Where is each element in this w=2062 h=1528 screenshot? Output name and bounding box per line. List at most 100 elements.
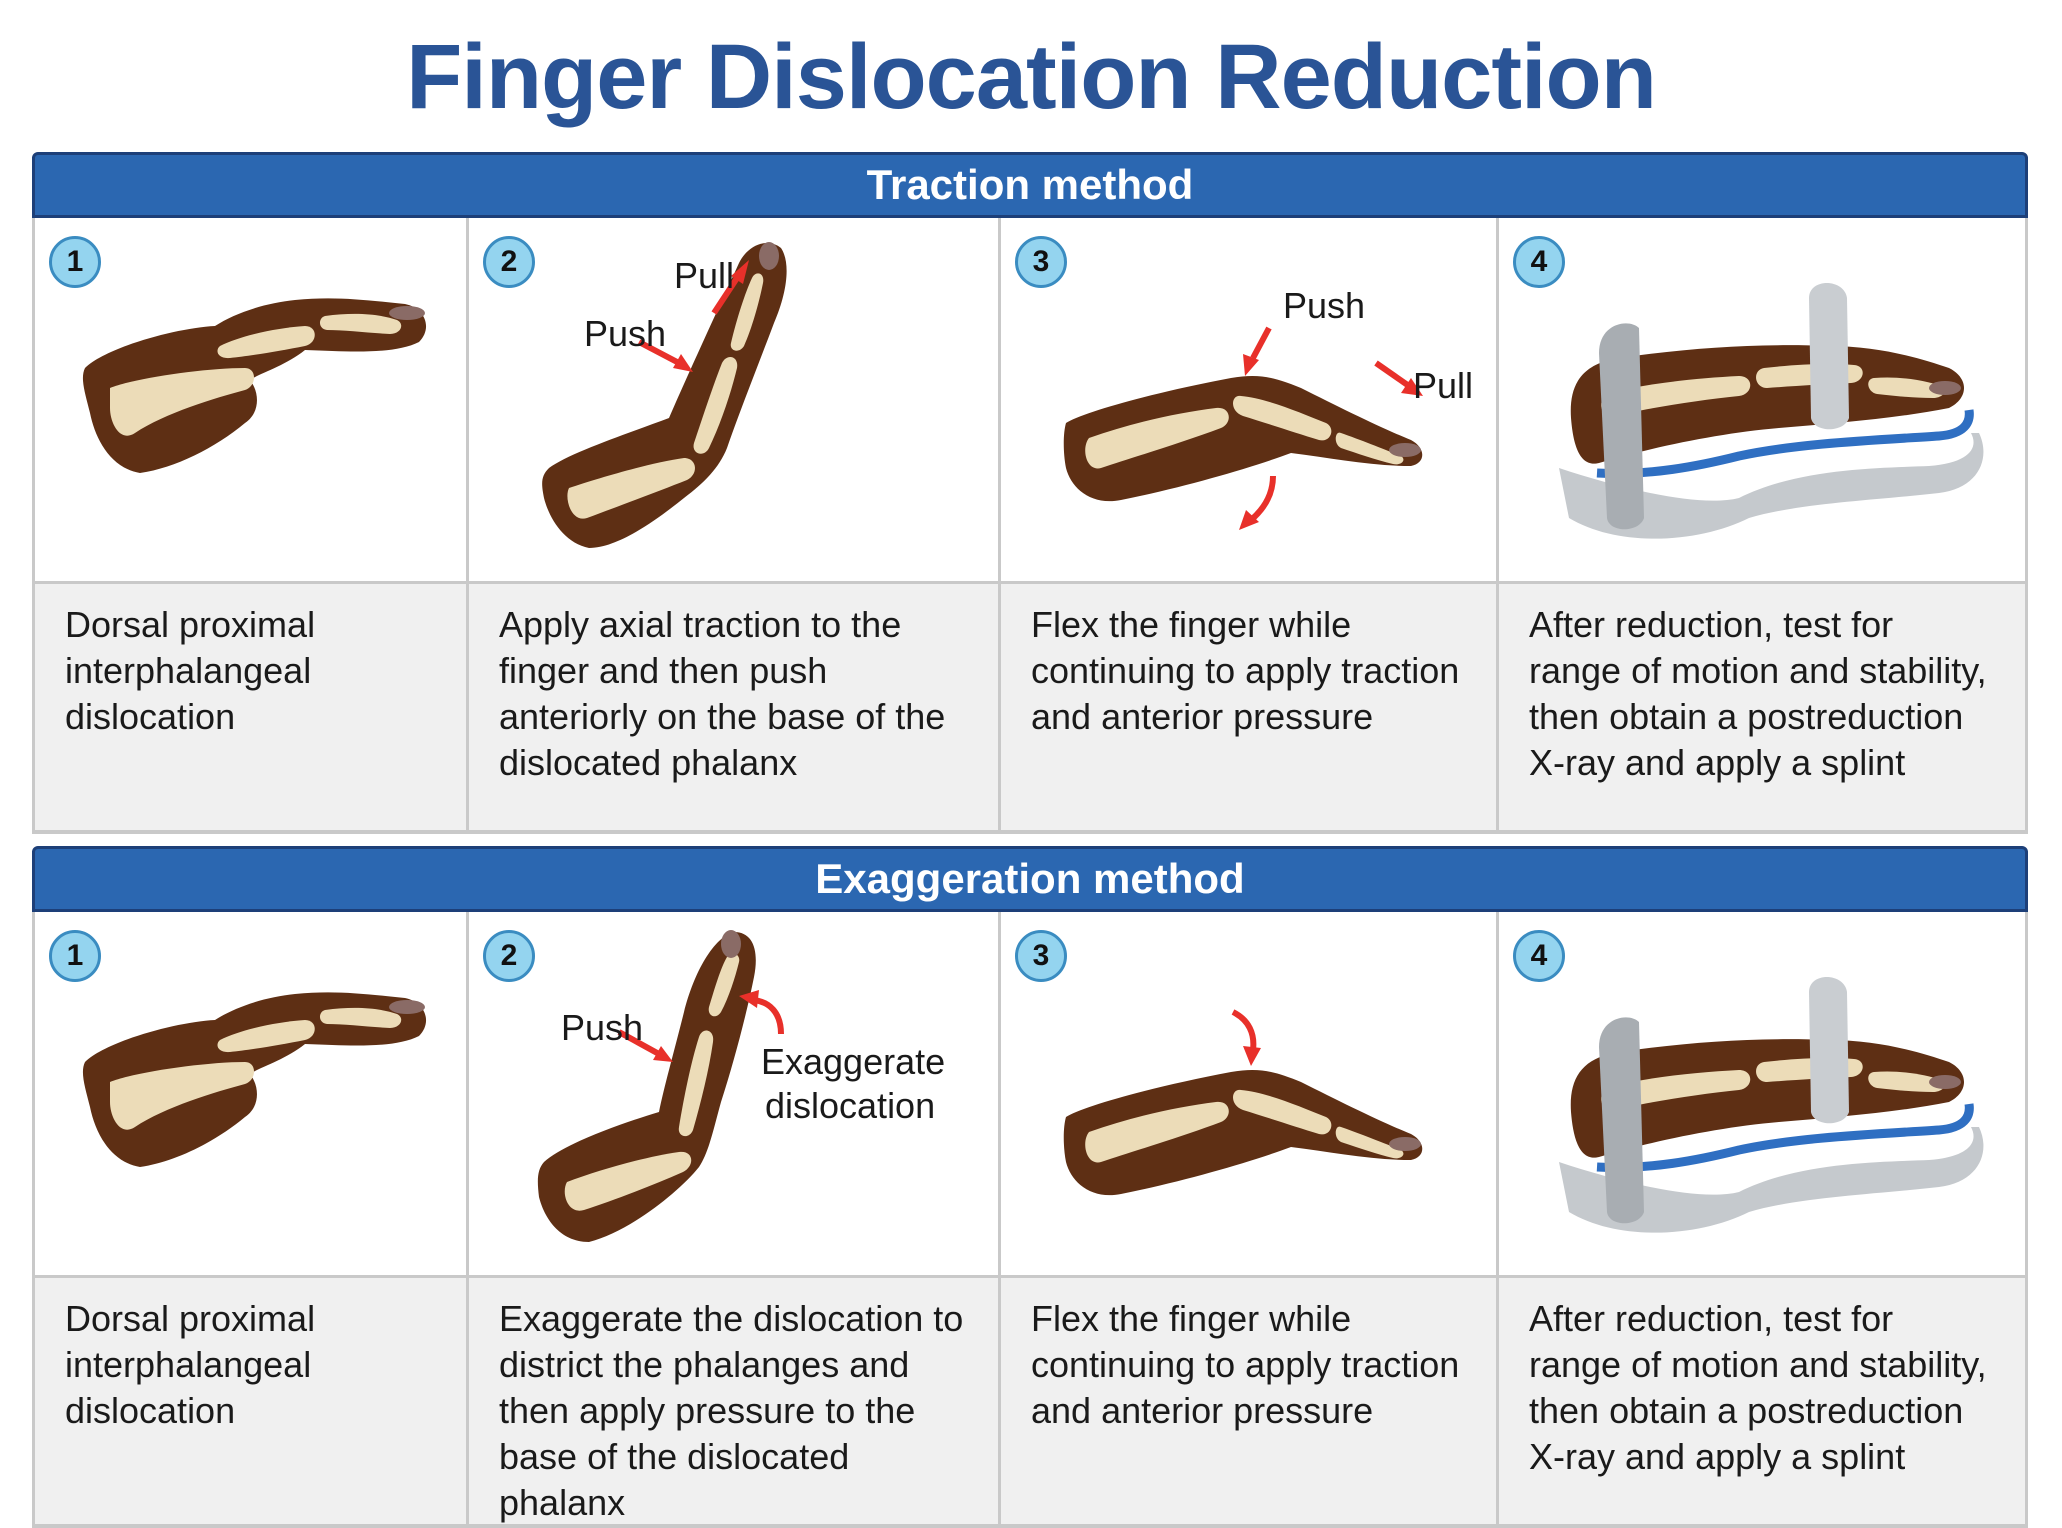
finger-bone (730, 273, 764, 351)
red-arrow-icon (1401, 378, 1423, 396)
splint-pad (1596, 1103, 1974, 1173)
finger-bone (1233, 395, 1332, 441)
step-description: Flex the finger while continuing to appl… (998, 1278, 1496, 1528)
finger-skin (1570, 1039, 1964, 1158)
section-header: Exaggeration method (32, 846, 2028, 912)
red-arrow-icon (1239, 510, 1259, 530)
step-description: After reduction, test for range of motio… (1496, 584, 2028, 834)
finger-bone (1085, 1101, 1229, 1163)
finger-skin (1063, 376, 1423, 502)
splint-strap (1599, 1017, 1644, 1224)
finger-skin (537, 932, 756, 1242)
step-description: Dorsal proximal interphalangeal dislocat… (32, 584, 466, 834)
finger-bone (1868, 1071, 1945, 1092)
page-title: Finger Dislocation Reduction (406, 26, 1657, 128)
dislocated-finger-illustration (82, 992, 427, 1167)
red-arrow-icon (753, 997, 784, 1035)
step-number-badge: 4 (1513, 236, 1565, 288)
red-arrow-icon (617, 1029, 661, 1057)
splint-base (1559, 1127, 1984, 1233)
step-number-badge: 4 (1513, 930, 1565, 982)
step-description: Flex the finger while continuing to appl… (998, 584, 1496, 834)
step-description: Exaggerate the dislocation to district t… (466, 1278, 998, 1528)
finger-bone (319, 313, 402, 334)
fingernail (759, 242, 779, 270)
finger-skin (82, 298, 427, 473)
fingernail (1929, 381, 1961, 395)
exaggerated-finger-illustration: Push Exaggerate dislocation (537, 930, 945, 1242)
red-arrow-icon (637, 339, 681, 366)
step-illustration-area: 3 Push Pull (998, 218, 1496, 584)
red-arrow-icon (1231, 1009, 1257, 1051)
flexion-finger-illustration: Push Pull (1063, 285, 1473, 530)
red-arrow-icon (739, 990, 759, 1008)
finger-bone (110, 1062, 254, 1130)
splinted-finger-illustration (1559, 977, 1984, 1233)
red-arrow-icon (673, 354, 693, 372)
splint-strap (1809, 977, 1849, 1124)
step-number-badge: 1 (49, 236, 101, 288)
step-description: Dorsal proximal interphalangeal dislocat… (32, 1278, 466, 1528)
step-illustration-area: 2 Pull Push (466, 218, 998, 584)
step-illustration-area: 1 (32, 912, 466, 1278)
traction-finger-illustration: Pull Push (542, 242, 787, 548)
fingernail (1389, 1137, 1421, 1151)
fingernail (1929, 1075, 1961, 1089)
finger-skin (82, 992, 427, 1167)
finger-bone (1868, 377, 1945, 398)
red-arrow-icon (1248, 475, 1276, 523)
arrow-label: Push (1283, 285, 1365, 326)
arrow-label: Exaggerate (761, 1041, 945, 1082)
finger-bone (1335, 432, 1404, 465)
finger-bone (564, 1151, 692, 1211)
arrow-label: Push (584, 313, 666, 354)
red-arrow-icon (1374, 360, 1411, 389)
finger-bone (693, 356, 738, 454)
arrow-label: Push (561, 1007, 643, 1048)
red-arrow-icon (653, 1046, 673, 1062)
fingernail (721, 930, 741, 958)
finger-bone (1085, 407, 1229, 469)
section-header: Traction method (32, 152, 2028, 218)
finger-bone (1233, 1089, 1332, 1135)
splint-strap (1809, 283, 1849, 430)
step-illustration-area: 1 (32, 218, 466, 584)
exaggeration-method-section: Exaggeration method 1 Dorsal proximal in… (32, 846, 2028, 1528)
splinted-finger-illustration (1559, 283, 1984, 539)
splint-strap (1599, 323, 1644, 530)
step-number-badge: 2 (483, 930, 535, 982)
finger-bone (708, 953, 740, 1017)
fingernail (389, 306, 425, 320)
finger-skin (542, 243, 787, 548)
splint-pad (1596, 409, 1974, 479)
step-number-badge: 3 (1015, 236, 1067, 288)
splint-base (1559, 433, 1984, 539)
finger-skin (1570, 345, 1964, 464)
step-description: After reduction, test for range of motio… (1496, 1278, 2028, 1528)
red-arrow-icon (711, 276, 740, 315)
dislocated-finger-illustration (82, 298, 427, 473)
step-number-badge: 3 (1015, 930, 1067, 982)
red-arrow-icon (1243, 354, 1259, 376)
finger-bone (1335, 1126, 1404, 1159)
finger-bone (567, 458, 695, 519)
step-description: Apply axial traction to the finger and t… (466, 584, 998, 834)
arrow-label: Pull (1413, 365, 1473, 406)
step-illustration-area: 4 (1496, 218, 2028, 584)
finger-bone (319, 1007, 402, 1028)
finger-bone (217, 326, 315, 359)
red-arrow-icon (731, 260, 749, 284)
finger-bone (110, 368, 254, 436)
red-arrow-icon (1243, 1046, 1261, 1066)
finger-bone (217, 1020, 315, 1053)
step-number-badge: 2 (483, 236, 535, 288)
arrow-label: dislocation (765, 1085, 935, 1126)
fingernail (1389, 443, 1421, 457)
step-illustration-area: 2 Push Exaggerate dislocation (466, 912, 998, 1278)
red-arrow-icon (1250, 326, 1272, 360)
fingernail (389, 1000, 425, 1014)
flexion-finger-illustration (1063, 1009, 1423, 1196)
step-number-badge: 1 (49, 930, 101, 982)
arrow-label: Pull (674, 255, 734, 296)
step-illustration-area: 4 (1496, 912, 2028, 1278)
